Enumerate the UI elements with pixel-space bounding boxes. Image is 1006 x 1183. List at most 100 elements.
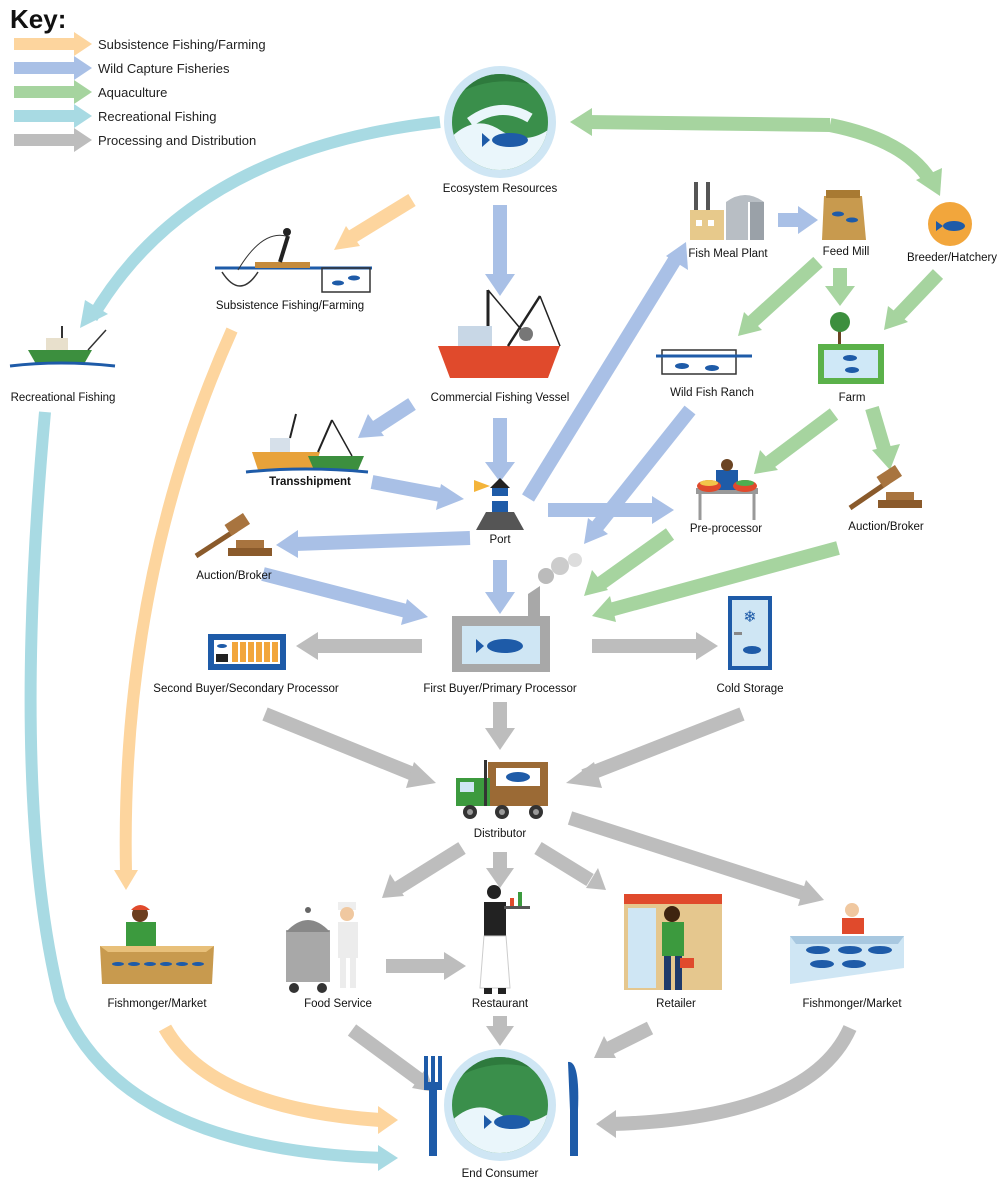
arrow-distributor-to-foodservice: [394, 842, 466, 894]
arrow-coldstorage-to-distributor: [581, 707, 745, 783]
farm-pond-icon: [818, 312, 884, 384]
retailer-icon: [624, 894, 722, 990]
arrowhead: [80, 300, 108, 328]
end-consumer-icon: [444, 1049, 556, 1161]
fish-meal-plant-icon: [690, 182, 764, 240]
arrowhead: [584, 518, 608, 544]
distributor-truck-icon: [456, 760, 548, 819]
arrow-farm-to-preprocessor: [765, 408, 839, 468]
fishmonger-left-icon: [100, 905, 214, 984]
feed-mill-sack-icon: [822, 190, 866, 240]
arrowhead: [754, 450, 778, 474]
arrow-feedmill-to-ranch: [747, 256, 823, 328]
arrowhead: [114, 870, 138, 890]
arrow-port-to-fishmealplant: [522, 254, 682, 502]
label-subsistence: Subsistence Fishing/Farming: [215, 300, 365, 312]
arrowhead: [401, 599, 428, 625]
flow-arrows: [24, 108, 944, 1171]
transshipment-icon: [245, 413, 369, 474]
arrow-to-breeder: [828, 118, 936, 184]
arrow-breeder-to-farm: [892, 269, 944, 321]
label-end-consumer: End Consumer: [461, 1168, 539, 1180]
key-arrow-aquaculture: [14, 80, 92, 104]
arrowhead: [485, 462, 515, 482]
arrowhead: [485, 728, 515, 750]
restaurant-waiter-icon: [479, 885, 530, 994]
arrow-recreational-to-consumer: [24, 411, 386, 1164]
arrowhead: [276, 530, 298, 558]
label-cold-storage: Cold Storage: [716, 683, 784, 695]
label-ecosystem-resources: Ecosystem Resources: [442, 183, 558, 195]
arrowhead: [378, 1106, 398, 1134]
label-fish-meal-plant: Fish Meal Plant: [688, 248, 768, 260]
arrowhead: [436, 484, 464, 510]
cold-storage-icon: ❄: [728, 596, 772, 670]
arrowhead: [916, 168, 942, 196]
label-pre-processor: Pre-processor: [689, 523, 763, 535]
arrowhead: [334, 226, 360, 250]
key-arrow-subsistence: [14, 32, 92, 56]
label-auction-left: Auction/Broker: [196, 570, 272, 582]
arrowhead: [584, 570, 608, 596]
label-distributor: Distributor: [473, 828, 527, 840]
label-food-service: Food Service: [304, 998, 372, 1010]
arrowhead: [486, 1026, 514, 1046]
fishmonger-right-icon: [790, 903, 904, 984]
label-fishmonger-right: Fishmonger/Market: [802, 998, 902, 1010]
arrowhead: [798, 880, 824, 906]
label-retailer: Retailer: [656, 998, 696, 1010]
arrowhead: [696, 632, 718, 660]
wild-fish-ranch-icon: [656, 349, 752, 375]
label-port: Port: [489, 534, 511, 546]
key-arrow-recreational: [14, 104, 92, 128]
arrow-subsistence-to-fishmonger: [119, 327, 238, 873]
label-recreational: Recreational Fishing: [10, 392, 116, 404]
arrowhead: [358, 414, 384, 438]
label-transshipment: Transshipment: [269, 476, 351, 488]
port-lighthouse-icon: [474, 478, 524, 530]
arrow-transshipment-to-port: [370, 475, 448, 503]
arrowhead: [406, 762, 436, 788]
breeder-hatchery-icon: [928, 202, 972, 246]
label-first-buyer: First Buyer/Primary Processor: [423, 683, 577, 695]
first-buyer-factory-icon: [452, 553, 582, 672]
auction-gavel-right-icon: [848, 464, 922, 511]
label-wild-fish-ranch: Wild Fish Ranch: [670, 387, 754, 399]
label-restaurant: Restaurant: [471, 998, 529, 1010]
arrowhead: [872, 444, 900, 470]
key-arrows: [14, 32, 92, 152]
label-farm: Farm: [838, 392, 866, 404]
arrowhead: [486, 868, 514, 888]
key-arrow-wild-capture: [14, 56, 92, 80]
svg-text:❄: ❄: [743, 607, 756, 626]
arrowhead: [586, 868, 606, 890]
arrow-secondbuyer-to-distributor: [262, 707, 421, 783]
recreational-boat-icon: [9, 326, 116, 368]
arrow-ecosystem-to-subsistence: [346, 194, 416, 244]
auction-gavel-left-icon: [194, 512, 272, 559]
arrow-auction-to-firstbuyer-green: [608, 541, 840, 617]
arrowhead: [738, 312, 762, 336]
arrowhead: [884, 306, 908, 330]
arrowhead: [485, 274, 515, 296]
arrowhead: [798, 206, 818, 234]
arrowhead: [378, 1145, 398, 1171]
arrow-vessel-to-transshipment: [371, 398, 416, 434]
arrowhead: [485, 592, 515, 614]
arrowhead: [566, 762, 602, 788]
arrowhead: [594, 1036, 616, 1058]
arrowhead: [592, 596, 616, 622]
key-title: Key:: [10, 4, 67, 34]
fork-icon: [424, 1056, 442, 1156]
ecosystem-resources-icon: [444, 66, 556, 178]
arrow-farm-to-auction: [865, 406, 892, 454]
arrow-fishmonger-right-to-consumer: [611, 1024, 857, 1131]
key-label-aquaculture: Aquaculture: [98, 85, 168, 100]
knife-icon: [568, 1061, 579, 1156]
arrow-auction-to-firstbuyer: [261, 567, 412, 619]
arrowhead: [596, 1110, 616, 1138]
commercial-vessel-icon: [438, 289, 561, 378]
second-buyer-icon: [208, 634, 286, 670]
label-feed-mill: Feed Mill: [822, 246, 870, 258]
